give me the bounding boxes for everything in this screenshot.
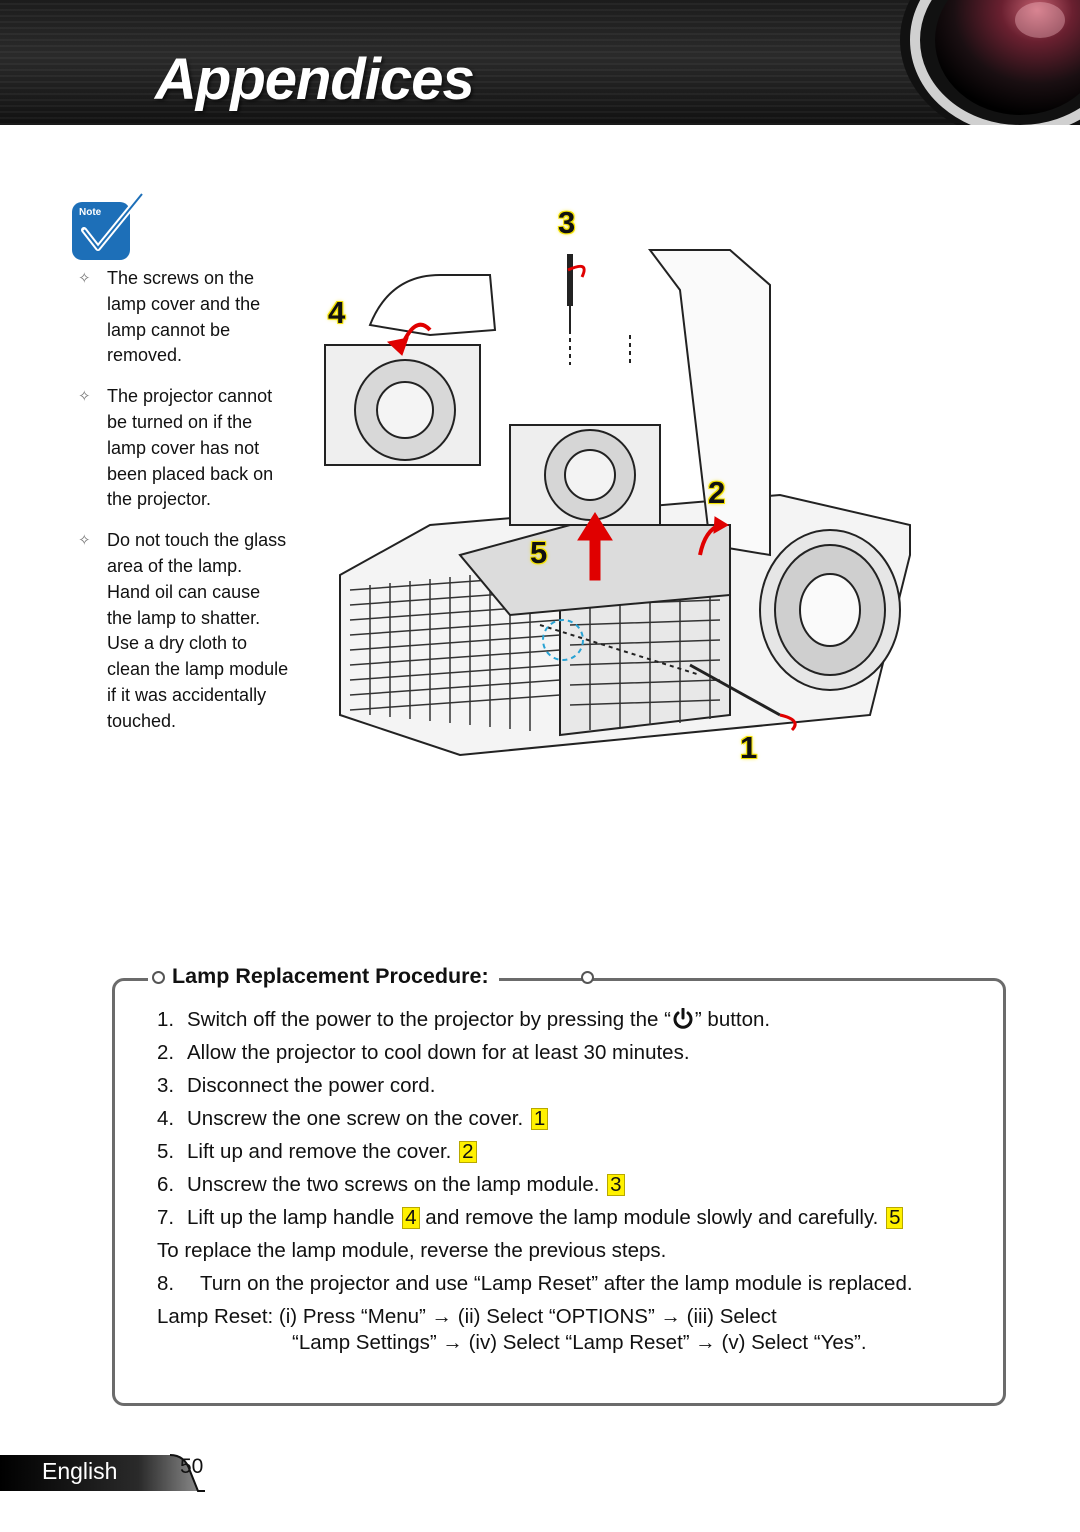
procedure-step: 3. Disconnect the power cord. — [157, 1074, 436, 1097]
note-icon: Note — [72, 192, 145, 260]
step-ref-badge: 3 — [607, 1174, 625, 1196]
procedure-box — [112, 978, 1006, 1406]
note-text: The screws on the lamp cover and the lam… — [107, 268, 261, 366]
procedure-step: 4. Unscrew the one screw on the cover. 1 — [157, 1106, 987, 1132]
step-label-2: 2 — [708, 475, 726, 510]
lamp-reset-line: “Lamp Settings” → (iv) Select “Lamp Rese… — [292, 1331, 867, 1354]
page-title: Appendices — [155, 47, 475, 112]
diamond-bullet-icon: ✧ — [78, 532, 91, 550]
procedure-step: 8. Turn on the projector and use “Lamp R… — [157, 1272, 913, 1295]
title-dot-icon — [152, 971, 165, 984]
header-banner: Appendices — [0, 0, 1080, 125]
step-label-5: 5 — [530, 535, 548, 570]
diamond-bullet-icon: ✧ — [78, 270, 91, 287]
projector-diagram — [324, 249, 911, 757]
step-label-4: 4 — [328, 295, 346, 330]
note-icon-label: Note — [79, 207, 102, 218]
lamp-reset-instructions: Lamp Reset: (i) Press “Menu” → (ii) Sele… — [157, 1304, 987, 1356]
diamond-bullet-icon: ✧ — [78, 388, 91, 406]
lens-photo-graphic — [900, 0, 1080, 125]
procedure-step: 1. Switch off the power to the projector… — [157, 1008, 771, 1031]
procedure-content: 1. Switch off the power to the projector… — [157, 1007, 987, 1356]
step-ref-badge: 4 — [402, 1207, 420, 1229]
title-dot-icon — [581, 971, 594, 984]
language-tab — [0, 1454, 205, 1492]
language-label: English — [42, 1458, 118, 1484]
note-item: ✧ The projector cannot be turned on if t… — [74, 384, 289, 513]
header-texture — [0, 0, 1080, 125]
lamp-reset-line: Lamp Reset: (i) Press “Menu” → (ii) Sele… — [157, 1305, 777, 1328]
page-number: 50 — [180, 1455, 204, 1478]
procedure-step: 5. Lift up and remove the cover. 2 — [157, 1139, 987, 1165]
note-item: ✧ Do not touch the glass area of the lam… — [74, 528, 289, 734]
note-list: ✧ The screws on the lamp cover and the l… — [74, 266, 289, 750]
step-label-1: 1 — [740, 730, 758, 765]
lamp-replacement-illustration: 3 4 2 5 1 — [310, 195, 1010, 800]
note-text: The projector cannot be turned on if the… — [107, 386, 274, 510]
replace-note: To replace the lamp module, reverse the … — [157, 1239, 667, 1262]
step-ref-badge: 1 — [530, 1108, 549, 1130]
procedure-step: 6. Unscrew the two screws on the lamp mo… — [157, 1172, 987, 1198]
note-item: ✧ The screws on the lamp cover and the l… — [74, 266, 289, 369]
procedure-step: 7. Lift up the lamp handle 4 and remove … — [157, 1205, 987, 1231]
note-text: Do not touch the glass area of the lamp.… — [107, 530, 289, 731]
step-ref-badge: 2 — [459, 1141, 477, 1163]
procedure-title: Lamp Replacement Procedure: — [148, 964, 499, 989]
procedure-step: 2. Allow the projector to cool down for … — [157, 1041, 690, 1064]
power-icon — [673, 1008, 693, 1029]
step-ref-badge: 5 — [886, 1207, 904, 1229]
step-label-3: 3 — [558, 205, 576, 240]
